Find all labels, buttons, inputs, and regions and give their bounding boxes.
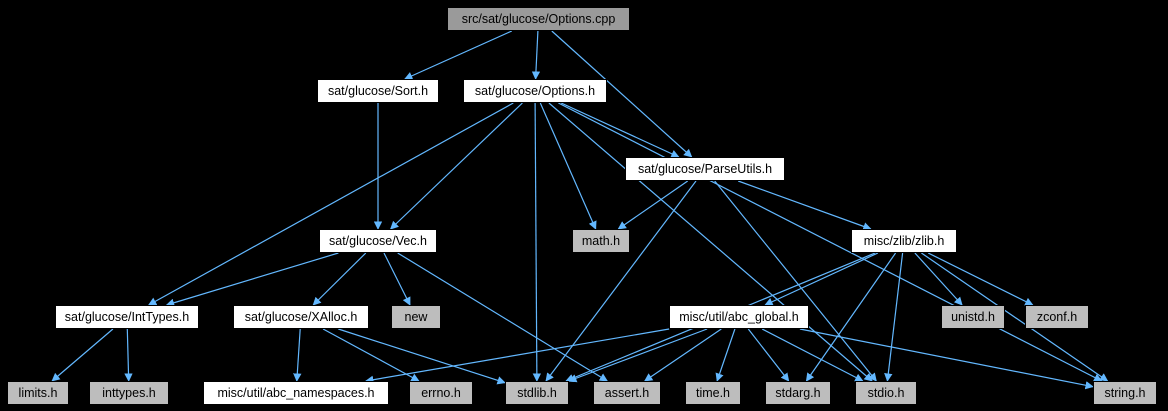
graph-node-inttypes_h: inttypes.h (89, 381, 169, 405)
graph-node-options_h[interactable]: sat/glucose/Options.h (463, 79, 607, 103)
include-edge-options_h-to-math_h (539, 102, 597, 230)
include-edge-options_h-to-string_h (558, 102, 1103, 382)
graph-node-xalloc_h[interactable]: sat/glucose/XAlloc.h (233, 305, 369, 329)
include-edge-abc_global_h-to-string_h (799, 328, 1094, 390)
include-edge-inttypes_glucose_h-to-limits_h (51, 328, 114, 382)
include-edge-abc_global_h-to-stdarg_h (747, 328, 790, 382)
graph-node-stdio_h: stdio.h (855, 381, 917, 405)
graph-node-inttypes_glucose_h[interactable]: sat/glucose/IntTypes.h (55, 305, 199, 329)
graph-node-string_h: string.h (1093, 381, 1157, 405)
graph-node-unistd_h: unistd.h (941, 305, 1005, 329)
graph-node-options_cpp: src/sat/glucose/Options.cpp (447, 7, 630, 31)
graph-node-sort_h[interactable]: sat/glucose/Sort.h (317, 79, 439, 103)
include-edge-parseutils_h-to-zlib_h (737, 180, 872, 231)
include-edge-xalloc_h-to-abc_namespaces_h (293, 328, 302, 382)
graph-node-zconf_h: zconf.h (1025, 305, 1089, 329)
include-edge-options_h-to-stdlib_h (532, 102, 542, 382)
include-edge-options_cpp-to-options_h (531, 30, 541, 80)
include-edge-parseutils_h-to-math_h (617, 180, 689, 230)
include-edge-abc_global_h-to-assert_h (644, 328, 722, 382)
include-edge-parseutils_h-to-stdio_h (714, 180, 877, 382)
include-edge-options_cpp-to-sort_h (404, 30, 513, 80)
include-edge-zlib_h-to-abc_global_h (764, 252, 879, 306)
include-edge-zlib_h-to-string_h (921, 252, 1109, 382)
graph-node-zlib_h[interactable]: misc/zlib/zlib.h (851, 229, 957, 253)
include-edge-options_h-to-inttypes_glucose_h (147, 102, 514, 306)
include-edge-abc_global_h-to-abc_namespaces_h (365, 328, 670, 384)
graph-node-abc_namespaces_h[interactable]: misc/util/abc_namespaces.h (203, 381, 389, 405)
include-edge-zlib_h-to-stdio_h (884, 252, 904, 382)
include-edge-options_h-to-vec_h (389, 102, 523, 230)
include-edge-options_h-to-parseutils_h (560, 102, 680, 158)
include-edge-xalloc_h-to-errno_h (322, 328, 420, 382)
include-edge-inttypes_glucose_h-to-inttypes_h (124, 328, 133, 382)
include-edge-options_h-to-stdio_h (548, 102, 873, 382)
graph-node-new_h: new (391, 305, 441, 329)
graph-node-abc_global_h[interactable]: misc/util/abc_global.h (669, 305, 809, 329)
include-edge-vec_h-to-inttypes_glucose_h (165, 252, 339, 307)
include-edge-xalloc_h-to-stdlib_h (338, 328, 506, 385)
include-edge-vec_h-to-assert_h (397, 252, 609, 382)
include-edge-zlib_h-to-stdarg_h (805, 252, 897, 382)
graph-node-time_h: time.h (685, 381, 741, 405)
include-edge-zlib_h-to-unistd_h (914, 252, 963, 306)
graph-node-limits_h: limits.h (7, 381, 69, 405)
graph-node-math_h: math.h (572, 229, 630, 253)
graph-node-parseutils_h[interactable]: sat/glucose/ParseUtils.h (625, 157, 785, 181)
include-edge-zlib_h-to-zconf_h (927, 252, 1034, 306)
graph-node-errno_h: errno.h (409, 381, 473, 405)
include-edge-abc_global_h-to-stdio_h (761, 328, 864, 382)
include-edge-options_cpp-to-parseutils_h (551, 30, 693, 158)
graph-node-vec_h[interactable]: sat/glucose/Vec.h (319, 229, 437, 253)
graph-node-stdlib_h: stdlib.h (505, 381, 569, 405)
include-edge-parseutils_h-to-stdlib_h (545, 180, 697, 382)
include-edge-vec_h-to-xalloc_h (312, 252, 367, 306)
include-edge-abc_global_h-to-stdlib_h (568, 328, 708, 383)
graph-node-stdarg_h: stdarg.h (765, 381, 831, 405)
include-edge-abc_global_h-to-time_h (715, 328, 736, 382)
include-edge-vec_h-to-new_h (383, 252, 411, 306)
graph-node-assert_h: assert.h (593, 381, 661, 405)
